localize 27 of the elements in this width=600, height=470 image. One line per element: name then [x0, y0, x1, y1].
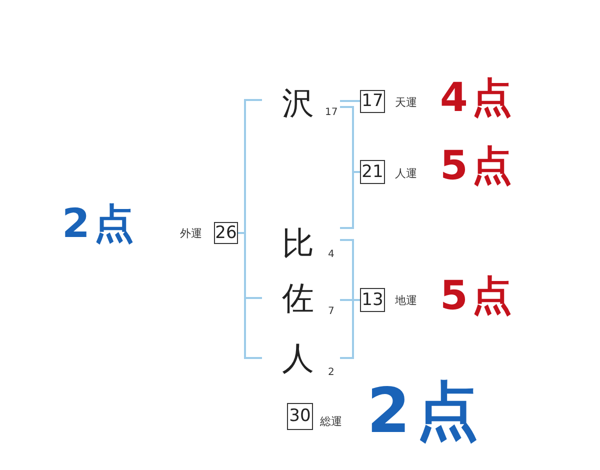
kanji-character: 比 — [282, 227, 314, 259]
stroke-count: 4 — [328, 250, 334, 260]
number-box: 13 — [360, 288, 385, 312]
kanji-character: 佐 — [282, 282, 314, 314]
number-box: 26 — [214, 222, 238, 244]
stroke-count: 2 — [328, 368, 334, 378]
number-box: 30 — [287, 403, 313, 430]
bracket-line — [340, 171, 360, 229]
score-label: 2点 — [367, 380, 485, 442]
fortune-label: 天運 — [395, 97, 417, 108]
fortune-label: 人運 — [395, 168, 417, 179]
stroke-count: 7 — [328, 307, 334, 317]
kanji-character: 人 — [282, 342, 314, 374]
fortune-label: 外運 — [180, 228, 202, 239]
fortune-label: 総運 — [320, 416, 342, 427]
score-label: 5点 — [440, 276, 516, 316]
bracket-line — [340, 299, 360, 359]
score-label: 2点 — [62, 204, 138, 244]
bracket-line — [238, 232, 262, 359]
score-label: 5点 — [440, 146, 516, 186]
fortune-label: 地運 — [395, 295, 417, 306]
stroke-count: 17 — [325, 108, 338, 118]
kanji-character: 沢 — [282, 87, 314, 119]
bracket-line — [340, 100, 360, 102]
number-box: 17 — [360, 90, 385, 113]
score-label: 4点 — [440, 78, 516, 118]
number-box: 21 — [360, 160, 385, 184]
